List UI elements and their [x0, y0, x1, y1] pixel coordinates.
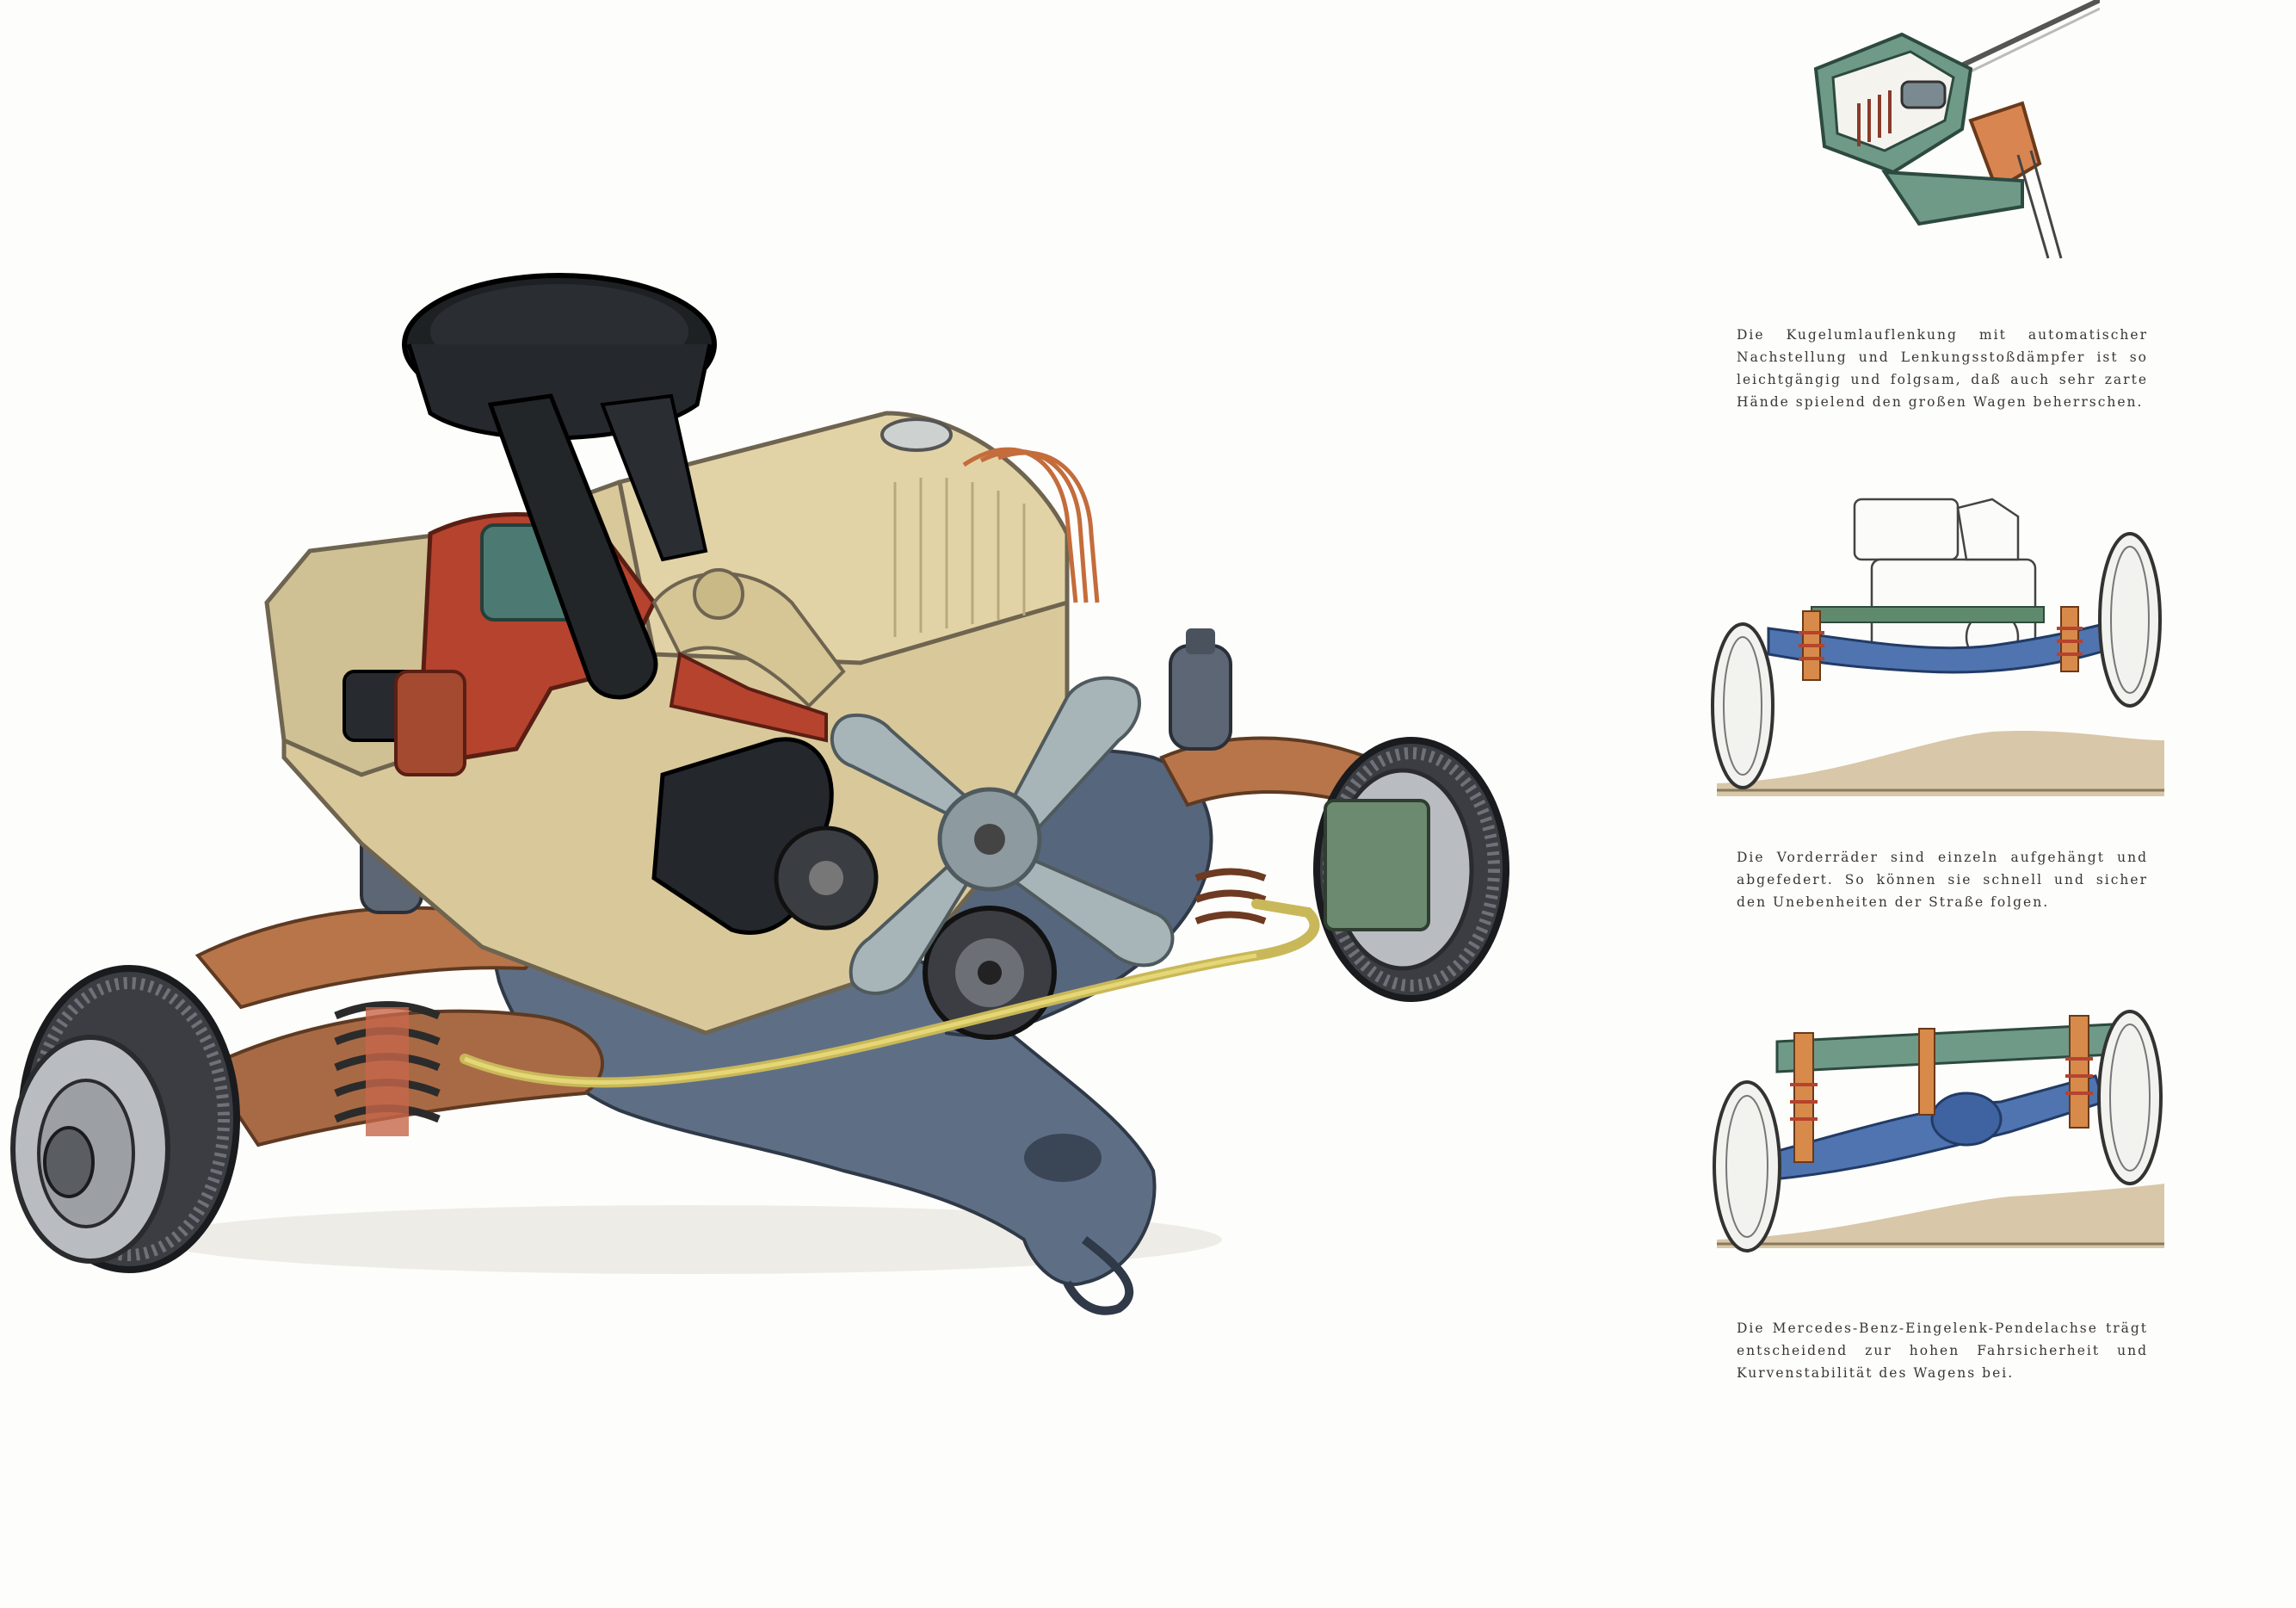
front-left-wheel: [1711, 622, 1774, 789]
cooling-fan: [830, 676, 1175, 995]
front-right-wheel: [2098, 532, 2162, 708]
left-brake-drum: [10, 965, 240, 1273]
right-brake-drum: [1313, 737, 1509, 1002]
rear-axle-caption: Die Mercedes-Benz-Eingelenk-Pendelachse …: [1737, 1320, 2148, 1381]
steering-gear-figure: [1813, 0, 2100, 259]
engine-axle-illustration: [10, 273, 1509, 1315]
air-intake-pipe: [487, 393, 658, 700]
front-suspension-figure: [1711, 498, 2164, 796]
rear-axle-figure: [1713, 1010, 2164, 1252]
rear-right-wheel: [2097, 1010, 2163, 1185]
steering-caption: Die Kugelumlauflenkung mit automatischer…: [1737, 327, 2148, 410]
rear-left-wheel: [1713, 1080, 1781, 1252]
front-suspension-caption: Die Vorderräder sind einzeln aufgehängt …: [1737, 850, 2148, 910]
